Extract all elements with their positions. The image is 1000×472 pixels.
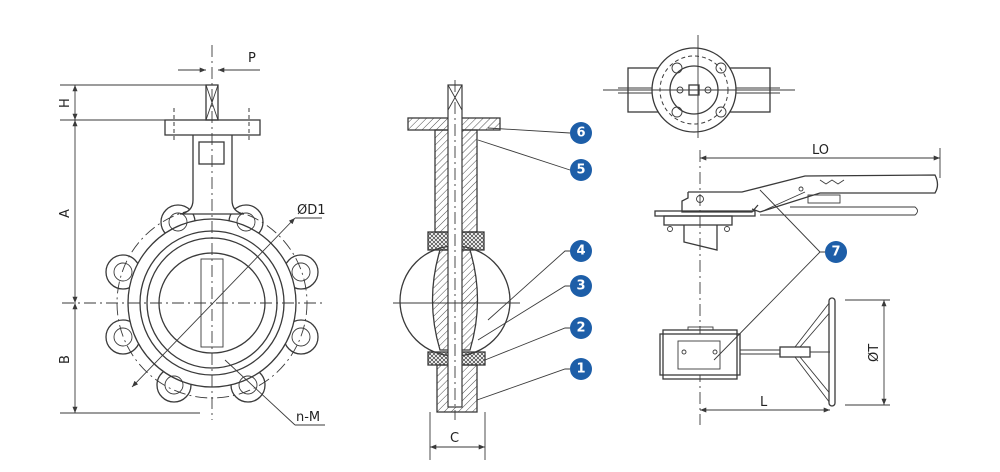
svg-text:5: 5	[576, 163, 585, 178]
dim-h-label: H	[58, 98, 73, 108]
part-badges: 6 5 4 3 2 1 7	[570, 122, 847, 380]
dim-t-label: ØT	[867, 344, 882, 362]
part-badge-7: 7	[825, 241, 847, 263]
section-view: C	[393, 80, 571, 460]
svg-text:4: 4	[576, 244, 585, 259]
dim-l-label: L	[760, 395, 768, 410]
svg-text:1: 1	[576, 362, 585, 377]
svg-text:6: 6	[576, 126, 585, 141]
dim-c-label: C	[450, 431, 459, 446]
top-view	[603, 35, 795, 138]
svg-text:3: 3	[576, 279, 585, 294]
dim-p-label: P	[248, 51, 256, 66]
part-badge-3: 3	[570, 275, 592, 297]
part-badge-1: 1	[570, 358, 592, 380]
svg-text:7: 7	[831, 245, 840, 260]
dim-lo-label: LO	[812, 143, 829, 158]
dim-a-label: A	[58, 209, 73, 218]
front-view: P H A B ØD1 n-M	[58, 45, 326, 426]
handle-view: LO ØT L	[654, 143, 941, 425]
dim-nm-label: n-M	[296, 410, 320, 425]
part-badge-4: 4	[570, 240, 592, 262]
dim-d1-label: ØD1	[297, 203, 326, 218]
part-badge-5: 5	[570, 159, 592, 181]
part-badge-6: 6	[570, 122, 592, 144]
svg-text:2: 2	[576, 321, 585, 336]
dim-b-label: B	[58, 355, 73, 364]
part-badge-2: 2	[570, 317, 592, 339]
